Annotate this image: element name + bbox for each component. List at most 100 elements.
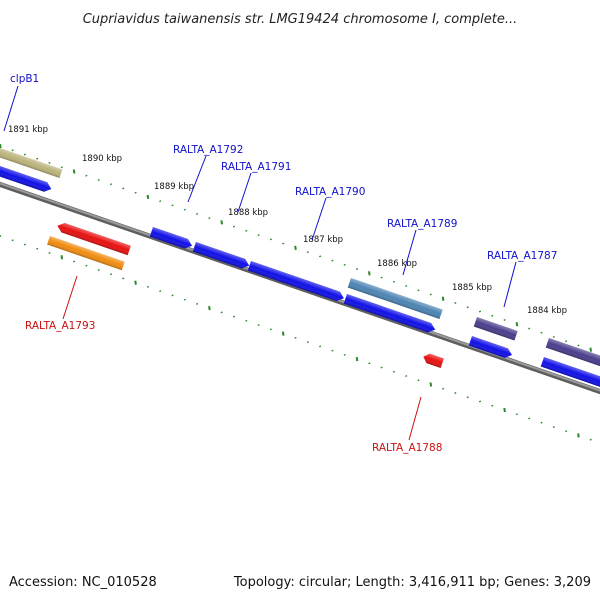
inner-major-tick [134, 280, 137, 285]
tick-label: 1891 kbp [8, 125, 48, 135]
gene-features [0, 144, 600, 390]
inner-minor-tick [23, 243, 27, 246]
outer-minor-tick [343, 263, 346, 266]
inner-minor-tick [122, 277, 125, 280]
outer-minor-tick [195, 212, 199, 215]
outer-minor-tick [257, 234, 260, 237]
inner-minor-tick [454, 392, 457, 395]
inner-minor-tick [171, 294, 174, 297]
tick-label: 1884 kbp [527, 306, 567, 316]
tick-label: 1888 kbp [228, 208, 268, 218]
gene-label-RALTA_A1792[interactable]: RALTA_A1792 [173, 144, 243, 156]
gene-RALTA_A1792-feature[interactable] [149, 227, 194, 250]
inner-major-tick [281, 331, 285, 336]
inner-minor-tick [417, 379, 420, 382]
inner-minor-tick [478, 400, 482, 403]
outer-minor-tick [331, 259, 334, 262]
inner-minor-tick [306, 341, 309, 344]
gene-label-RALTA_A1793[interactable]: RALTA_A1793 [25, 320, 95, 332]
outer-minor-tick [417, 289, 420, 292]
tick-label: 1889 kbp [154, 182, 194, 192]
inner-minor-tick [195, 302, 199, 305]
outer-minor-tick [269, 238, 273, 241]
inner-minor-tick [146, 285, 150, 288]
gene-RALTA_A1788-feature[interactable] [422, 352, 444, 368]
inner-minor-tick [48, 251, 51, 254]
gene-RALTA_A1793-feature[interactable] [47, 236, 125, 271]
gene-clpB1-feature[interactable] [0, 144, 63, 178]
inner-major-tick [577, 433, 580, 438]
outer-minor-tick [122, 187, 125, 190]
gene-RALTA_A1787-feature[interactable] [473, 317, 518, 341]
gene-RALTA_A1791-feature[interactable] [192, 242, 251, 270]
outer-minor-tick [552, 335, 555, 338]
gene-label-clpB1[interactable]: clpB1 [10, 73, 39, 85]
inner-minor-tick [36, 247, 39, 250]
inner-major-tick [503, 407, 506, 413]
outer-minor-tick [564, 340, 568, 343]
outer-minor-tick [97, 178, 100, 181]
cds-reverse-1[interactable] [56, 221, 131, 256]
outer-minor-tick [306, 251, 309, 254]
inner-minor-tick [232, 315, 236, 318]
map-title: Cupriavidus taiwanensis str. LMG19424 ch… [83, 12, 518, 27]
tick-label: 1887 kbp [303, 235, 343, 245]
cds-forward-2[interactable] [343, 294, 437, 334]
tick-row-outer [0, 143, 592, 352]
inner-minor-tick [294, 336, 297, 339]
cds-forward-3[interactable] [468, 336, 514, 360]
outer-minor-tick [528, 327, 531, 330]
tick-label: 1886 kbp [377, 259, 417, 269]
outer-minor-tick [392, 280, 396, 283]
outer-minor-tick [232, 225, 236, 228]
gene-RALTA_A1789-feature[interactable] [347, 278, 443, 320]
inner-minor-tick [380, 366, 383, 369]
cds-forward-1[interactable] [0, 162, 53, 194]
outer-major-tick [589, 347, 592, 352]
outer-minor-tick [318, 255, 322, 258]
outer-minor-tick [466, 306, 469, 309]
outer-minor-tick [23, 153, 27, 156]
inner-minor-tick [183, 298, 186, 301]
summary-text: Topology: circular; Length: 3,416,911 bp… [233, 575, 591, 590]
inner-minor-tick [85, 264, 88, 267]
tick-row-inner [0, 234, 592, 441]
gene-label-RALTA_A1790[interactable]: RALTA_A1790 [295, 186, 365, 198]
outer-minor-tick [60, 166, 63, 169]
outer-minor-tick [405, 285, 408, 288]
gene-label-RALTA_A1791[interactable]: RALTA_A1791 [221, 161, 291, 173]
inner-minor-tick [441, 387, 445, 390]
outer-minor-tick [503, 318, 506, 321]
outer-minor-tick [36, 157, 39, 160]
inner-minor-tick [392, 370, 396, 373]
outer-minor-tick [577, 344, 580, 347]
outer-minor-tick [540, 331, 543, 334]
outer-minor-tick [245, 229, 248, 232]
outer-minor-tick [478, 310, 482, 313]
gene-right-edge-feature[interactable] [545, 338, 600, 371]
outer-major-tick [0, 143, 2, 149]
cds-forward-4[interactable] [540, 357, 600, 390]
gene-label-RALTA_A1789[interactable]: RALTA_A1789 [387, 218, 457, 230]
inner-major-tick [429, 382, 433, 387]
inner-minor-tick [109, 273, 113, 276]
inner-minor-tick [245, 319, 248, 322]
gene-label-RALTA_A1787[interactable]: RALTA_A1787 [487, 250, 557, 262]
inner-minor-tick [405, 375, 408, 378]
outer-minor-tick [109, 183, 113, 186]
inner-minor-tick [515, 413, 519, 416]
inner-minor-tick [343, 353, 346, 356]
inner-minor-tick [220, 311, 223, 314]
gene-label-RALTA_A1788[interactable]: RALTA_A1788 [372, 442, 442, 454]
inner-major-tick [208, 305, 211, 311]
gene-RALTA_A1790-feature[interactable] [247, 261, 346, 303]
inner-major-tick [60, 255, 64, 260]
outer-major-tick [515, 322, 519, 327]
outer-major-tick [146, 194, 150, 200]
outer-minor-tick [454, 302, 457, 305]
outer-minor-tick [85, 174, 88, 177]
outer-minor-tick [171, 204, 174, 207]
accession-text: Accession: NC_010528 [9, 575, 157, 590]
outer-major-tick [72, 169, 76, 174]
